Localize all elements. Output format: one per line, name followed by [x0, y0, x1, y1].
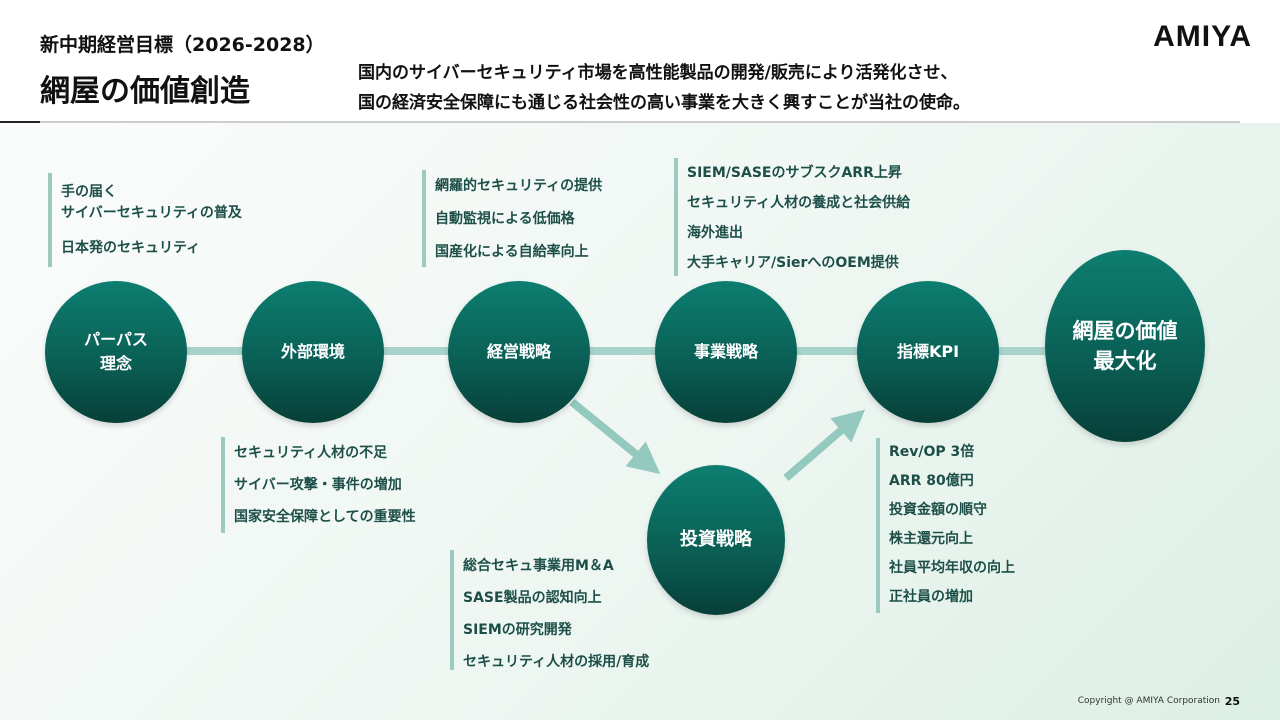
- node-external-environment: 外部環境: [242, 281, 384, 423]
- node-business-strategy: 事業戦略: [655, 281, 797, 423]
- list-item: SIEMの研究開発: [463, 622, 572, 638]
- list-item: 海外進出: [687, 225, 743, 241]
- list-item: セキュリティ人材の養成と社会供給: [687, 195, 911, 211]
- amiya-logo: AMIYA: [1153, 20, 1252, 53]
- node-label: 理念: [99, 354, 132, 373]
- list-item: SIEM/SASEのサブスクARR上昇: [687, 165, 902, 181]
- list-item: セキュリティ人材の採用/育成: [463, 654, 650, 670]
- list-item: 手の届く: [61, 184, 117, 200]
- slide-subtitle: 新中期経営目標（2026-2028）: [40, 34, 325, 56]
- node-label: パーパス: [84, 330, 148, 349]
- list-item: 正社員の増加: [889, 589, 973, 605]
- list-item: 投資金額の順守: [889, 502, 987, 518]
- list-item: ARR 80億円: [889, 473, 974, 489]
- mission-line: 国の経済安全保障にも通じる社会性の高い事業を大きく興すことが当社の使命。: [358, 93, 970, 113]
- node-label: 最大化: [1093, 349, 1157, 373]
- list-item: 網羅的セキュリティの提供: [435, 178, 603, 194]
- external-items: セキュリティ人材の不足 サイバー攻撃・事件の増加 国家安全保障としての重要性: [221, 437, 416, 533]
- list-item: サイバー攻撃・事件の増加: [234, 477, 402, 493]
- mission-line: 国内のサイバーセキュリティ市場を高性能製品の開発/販売により活発化させ、: [358, 63, 958, 83]
- list-item: サイバーセキュリティの普及: [61, 205, 242, 221]
- list-item: 株主還元向上: [889, 531, 973, 547]
- list-item: セキュリティ人材の不足: [234, 445, 388, 461]
- list-item: 社員平均年収の向上: [889, 560, 1015, 576]
- purpose-items: 手の届く サイバーセキュリティの普及 日本発のセキュリティ: [48, 173, 242, 267]
- investment-items: 総合セキュ事業用M＆A SASE製品の認知向上 SIEMの研究開発 セキュリティ…: [450, 550, 649, 670]
- list-item: 総合セキュ事業用M＆A: [463, 558, 614, 574]
- copyright: Copyright @ AMIYA Corporation: [1077, 696, 1220, 706]
- node-kpi: 指標KPI: [857, 281, 999, 423]
- node-value-maximization: 網屋の価値最大化: [1045, 250, 1205, 442]
- management-items: 網羅的セキュリティの提供 自動監視による低価格 国産化による自給率向上: [422, 170, 602, 267]
- node-purpose: パーパス理念: [45, 281, 187, 423]
- list-item: Rev/OP 3倍: [889, 444, 975, 460]
- list-item: 大手キャリア/SierへのOEM提供: [687, 255, 899, 271]
- node-management-strategy: 経営戦略: [448, 281, 590, 423]
- list-item: SASE製品の認知向上: [463, 590, 602, 606]
- kpi-items: Rev/OP 3倍 ARR 80億円 投資金額の順守 株主還元向上 社員平均年収…: [876, 438, 1015, 613]
- slide-title: 網屋の価値創造: [40, 74, 250, 109]
- node-investment-strategy: 投資戦略: [647, 465, 785, 615]
- content-background: [0, 123, 1280, 720]
- list-item: 自動監視による低価格: [435, 211, 575, 227]
- mission-statement: 国内のサイバーセキュリティ市場を高性能製品の開発/販売により活発化させ、 国の経…: [358, 58, 970, 118]
- list-item: 日本発のセキュリティ: [61, 240, 201, 256]
- list-item: 国家安全保障としての重要性: [234, 509, 416, 525]
- header-divider: [0, 121, 1240, 123]
- arrow-to-investment: [569, 398, 661, 475]
- node-label: 網屋の価値: [1072, 319, 1178, 343]
- list-item: 国産化による自給率向上: [435, 244, 589, 260]
- arrow-to-kpi: [783, 409, 866, 482]
- business-items: SIEM/SASEのサブスクARR上昇 セキュリティ人材の養成と社会供給 海外進…: [674, 158, 910, 276]
- page-number: 25: [1224, 695, 1240, 708]
